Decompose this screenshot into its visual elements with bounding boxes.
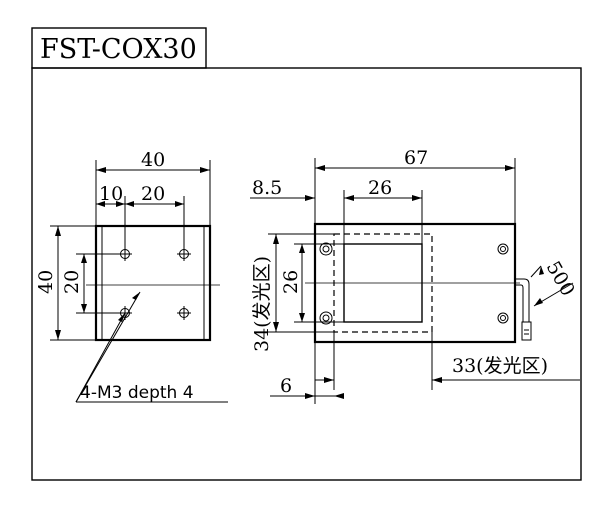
dimension-label: 40	[35, 270, 57, 294]
dimension-window-height: 26	[280, 243, 344, 323]
dimension-height: 40	[35, 225, 96, 341]
dimension-emitting-length: 33(发光区)	[315, 332, 580, 390]
mounting-holes	[118, 247, 191, 320]
dimension-label: 26	[280, 270, 302, 294]
dimension-label: 34(发光区)	[251, 256, 273, 352]
dimension-hole-spacing: 10 20	[96, 183, 185, 254]
dimension-bottom-offset: 6	[270, 342, 344, 404]
cable	[515, 278, 532, 341]
dimension-length: 67	[314, 147, 516, 279]
dimension-label: 40	[141, 149, 165, 171]
screw-callout: 4-M3 depth 4	[75, 291, 228, 403]
side-view-body	[94, 224, 212, 342]
corner-screws	[319, 242, 509, 325]
dimension-label: 67	[404, 147, 428, 169]
drawing-frame	[31, 67, 582, 481]
dimension-label: 10	[99, 183, 123, 205]
front-view: 500 67 8.5 26	[250, 147, 580, 404]
dimension-hole-vertical: 20	[61, 253, 120, 314]
side-view: 40 10 20 40	[35, 149, 228, 403]
title-block: FST-COX30	[31, 27, 207, 69]
emitting-area	[333, 233, 433, 333]
model-title: FST-COX30	[40, 34, 197, 65]
light-window	[343, 243, 423, 323]
screw-note: 4-M3 depth 4	[80, 383, 194, 403]
dimension-width: 40	[95, 149, 211, 226]
dimension-label: 33(发光区)	[452, 355, 548, 377]
dimension-label: 500	[542, 258, 579, 300]
dimension-window: 8.5 26	[250, 177, 423, 244]
dimension-cable: 500	[530, 258, 579, 307]
dimension-label: 26	[368, 177, 392, 199]
dimension-label: 20	[141, 183, 165, 205]
dimension-label: 6	[280, 375, 292, 397]
dimension-label: 8.5	[252, 177, 282, 199]
dimension-emitting-height: 34(发光区)	[251, 233, 334, 352]
dimension-label: 20	[61, 270, 83, 294]
